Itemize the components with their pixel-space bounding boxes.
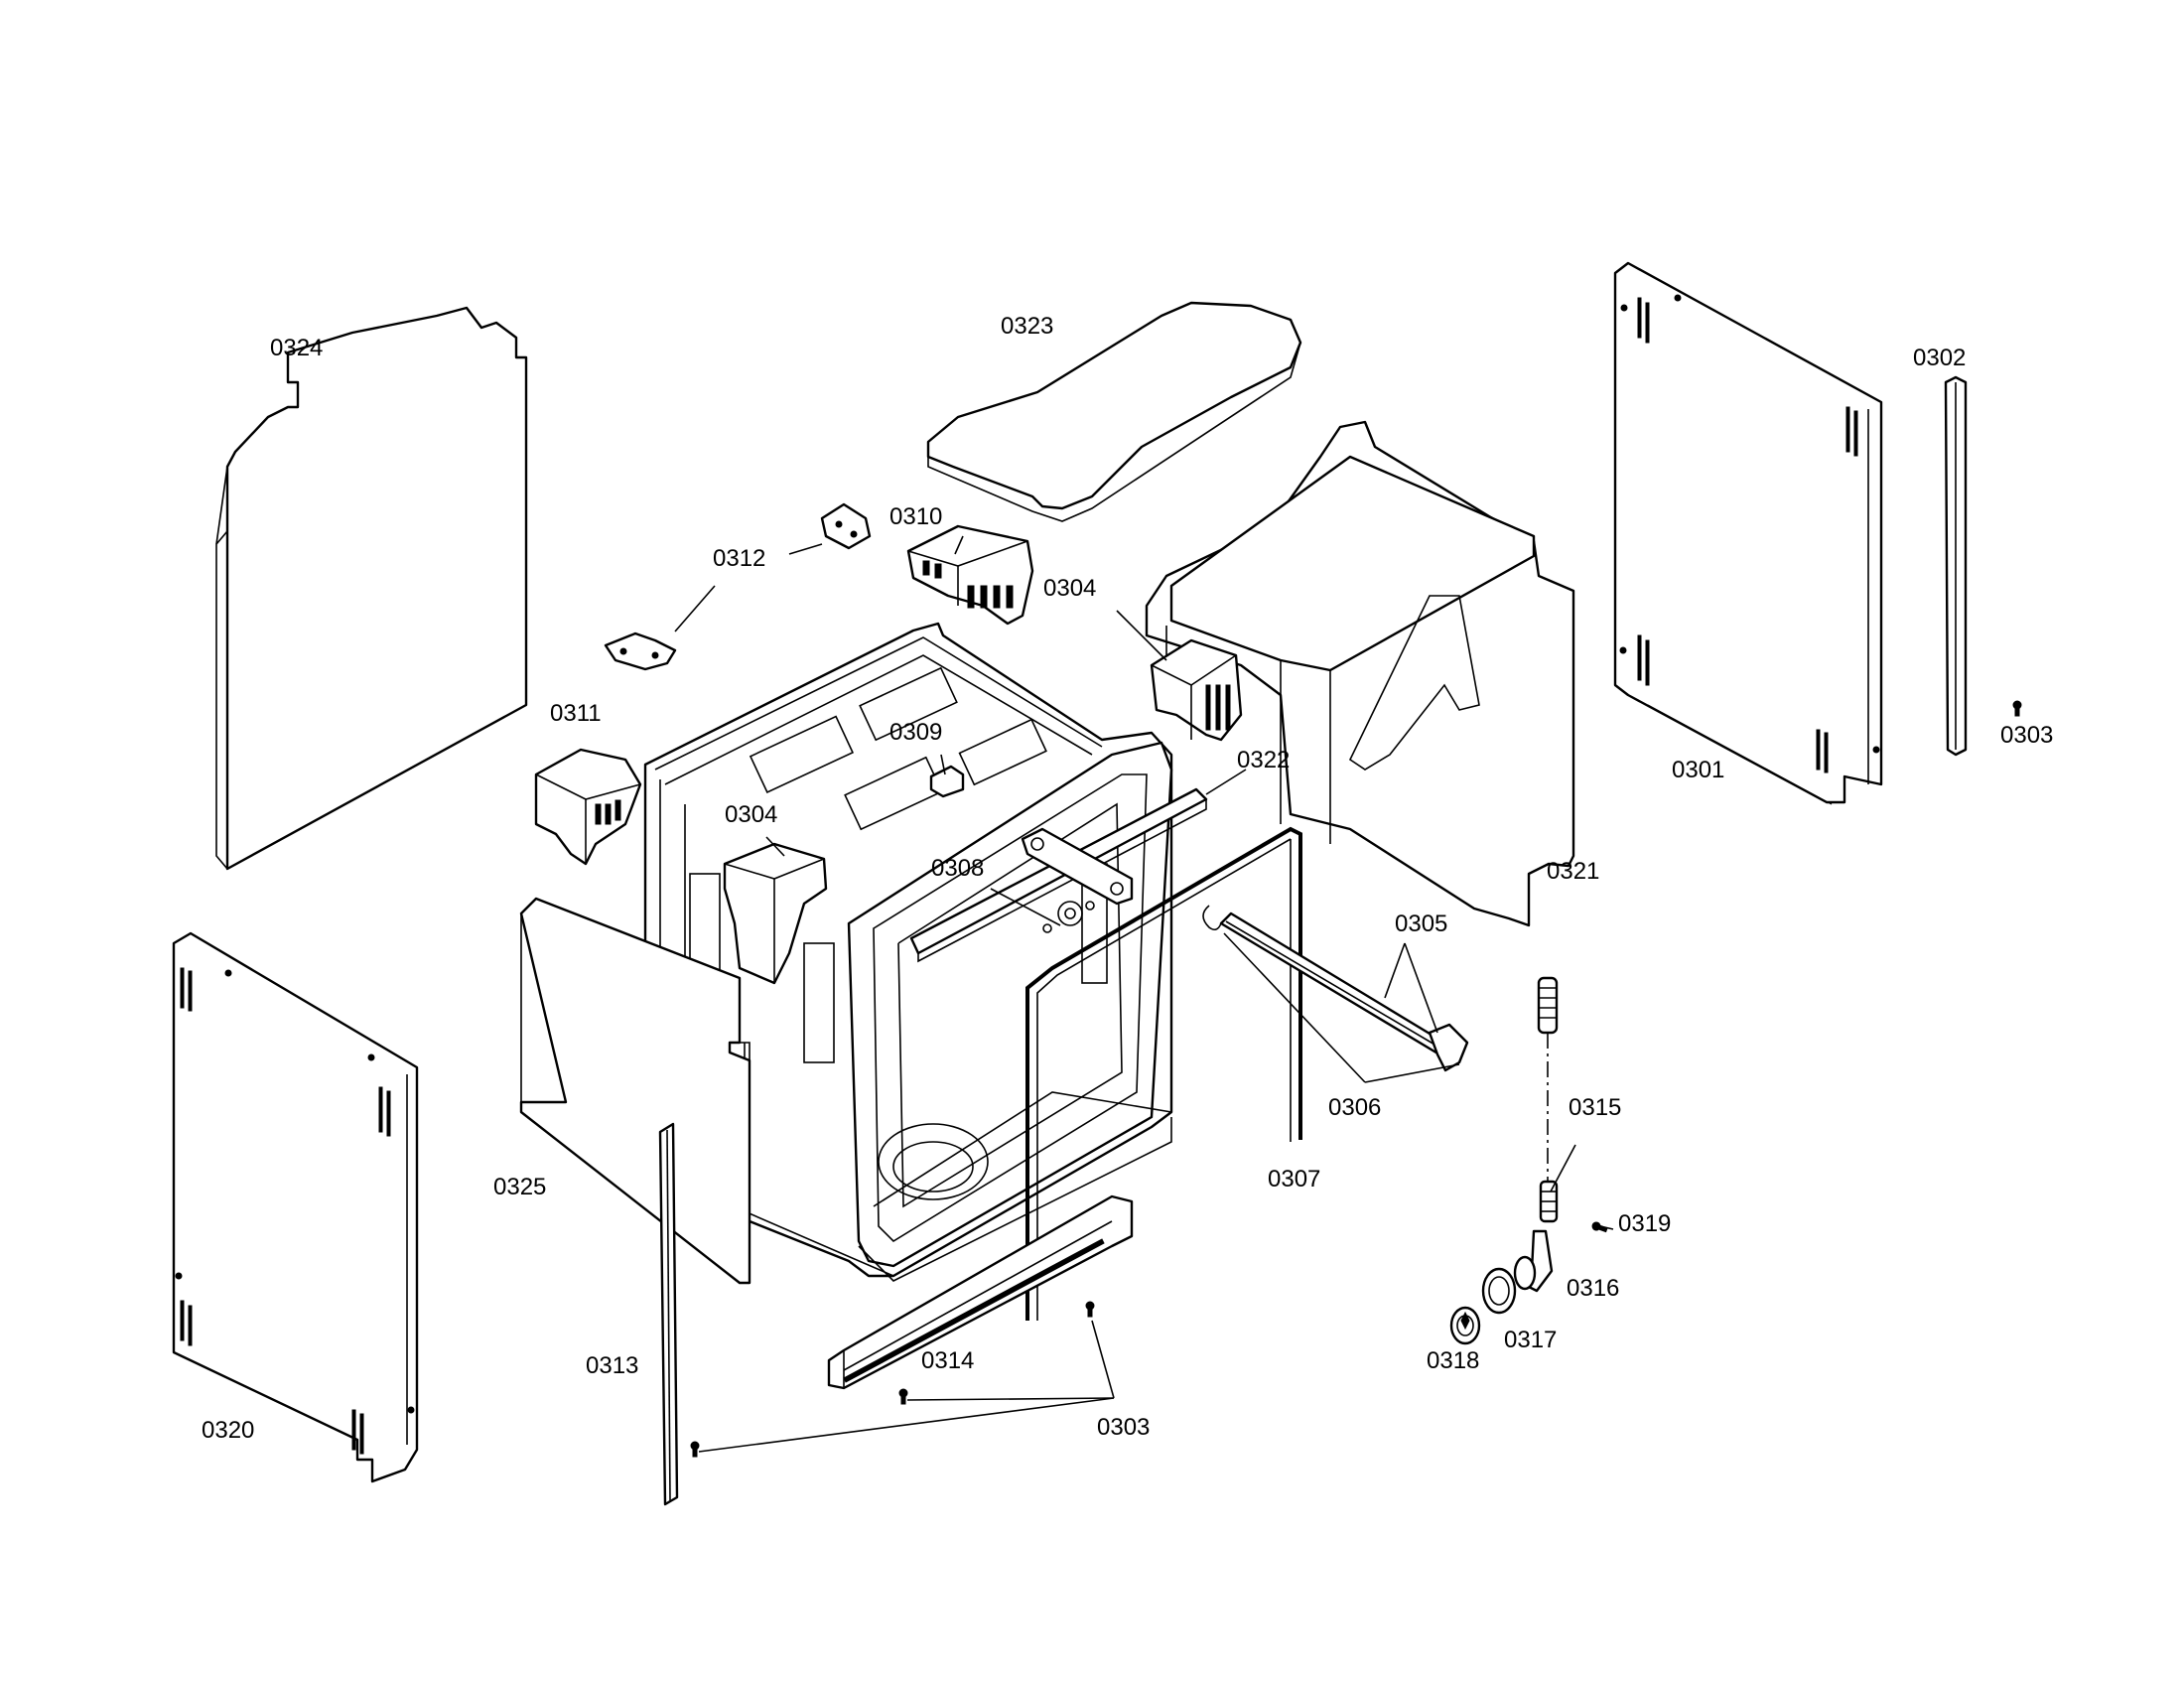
module-0310 <box>906 524 1034 626</box>
label-0306: 0306 <box>1328 1094 1381 1121</box>
side-panel-0321 <box>1145 420 1575 927</box>
label-0304-lower: 0304 <box>725 801 777 828</box>
side-panel-0320 <box>172 931 419 1483</box>
label-0311: 0311 <box>550 700 602 727</box>
label-0318: 0318 <box>1427 1347 1479 1374</box>
label-0325: 0325 <box>493 1174 546 1200</box>
strip-0313 <box>658 1122 679 1506</box>
strip-0302 <box>1944 375 1968 757</box>
label-0313: 0313 <box>586 1352 638 1379</box>
label-0314: 0314 <box>921 1347 974 1374</box>
label-0303-bottom: 0303 <box>1097 1414 1150 1441</box>
panel-0325 <box>519 897 751 1285</box>
label-0316: 0316 <box>1567 1275 1619 1302</box>
label-0323: 0323 <box>1001 313 1053 340</box>
drain-assembly <box>1449 976 1559 1345</box>
label-0324: 0324 <box>270 335 323 361</box>
label-0317: 0317 <box>1504 1327 1557 1353</box>
label-0312: 0312 <box>713 545 765 572</box>
label-0320: 0320 <box>202 1417 254 1444</box>
clip-0309 <box>929 765 965 798</box>
leader-lines <box>674 535 1614 1453</box>
bracket-0304-left <box>723 842 828 985</box>
label-0305: 0305 <box>1395 911 1447 937</box>
hinge-0308 <box>1021 827 1134 933</box>
label-0310: 0310 <box>889 503 942 530</box>
label-0308: 0308 <box>931 855 984 882</box>
part-labels: 0324 0323 0312 0310 0304 0311 0309 0322 … <box>202 313 2053 1444</box>
label-0319: 0319 <box>1618 1210 1671 1237</box>
module-0311 <box>534 748 642 866</box>
kick-rail-0314 <box>827 1194 1134 1390</box>
seal-0307 <box>1025 826 1302 1321</box>
screws <box>690 700 2022 1458</box>
bracket-0312-lower <box>604 632 677 671</box>
hinge-bar-0305 <box>1202 905 1469 1072</box>
label-0321: 0321 <box>1547 858 1599 885</box>
top-cover-0323 <box>926 301 1302 522</box>
label-0315: 0315 <box>1569 1094 1621 1121</box>
bracket-0312-upper <box>820 502 872 550</box>
label-0309: 0309 <box>889 719 942 746</box>
side-panel-0324 <box>215 306 528 871</box>
label-0301: 0301 <box>1672 757 1724 783</box>
side-panel-0301 <box>1613 261 1883 805</box>
label-0322: 0322 <box>1237 747 1290 773</box>
label-0304-upper: 0304 <box>1043 575 1096 602</box>
label-0307: 0307 <box>1268 1166 1320 1193</box>
label-0302: 0302 <box>1913 345 1966 371</box>
label-0303-right: 0303 <box>2000 722 2053 749</box>
